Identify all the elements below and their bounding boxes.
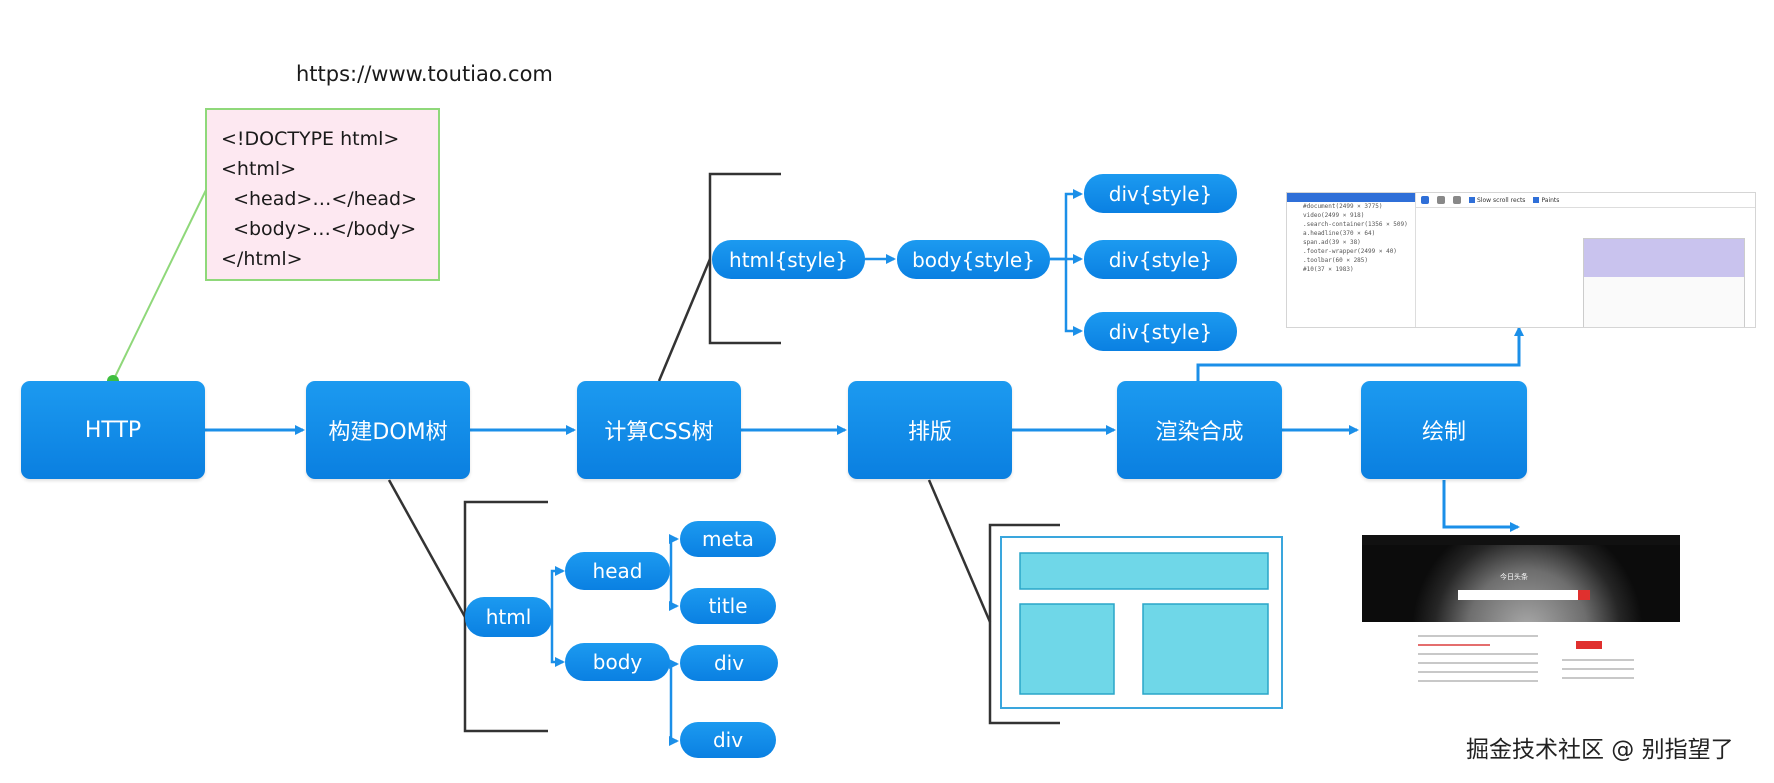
code-line: <body>…</body> (221, 218, 417, 240)
stage-paint: 绘制 (1361, 381, 1527, 479)
dom-node-meta: meta (680, 521, 776, 557)
dom-node-head: head (565, 552, 670, 590)
layer-node: span.ad(39 × 38) (1303, 239, 1361, 246)
layer-node: .search-container(1356 × 509) (1303, 221, 1408, 228)
dom-node-html: html (465, 597, 552, 637)
layer-node: video(2499 × 918) (1303, 212, 1365, 219)
paints-option: Paints (1533, 197, 1559, 204)
code-line: <html> (221, 158, 297, 180)
dom-node-title: title (680, 588, 776, 624)
css-node-html: html{style} (712, 240, 865, 279)
dom-node-body: body (565, 643, 670, 681)
page-sidebar (1562, 635, 1634, 686)
checkbox-icon (1469, 197, 1475, 203)
stage-compute-css: 计算CSS树 (577, 381, 741, 479)
layer-tree-header (1287, 193, 1415, 202)
layer-node: a.headline(370 × 64) (1303, 230, 1376, 237)
page-hero-moon: 今日头条 (1362, 545, 1680, 622)
slow-scroll-rects-option: Slow scroll rects (1469, 197, 1525, 204)
dom-node-div: div (680, 645, 778, 681)
page-news-list (1418, 635, 1538, 689)
css-connector (657, 172, 781, 382)
page-logo: 今日头条 (1500, 573, 1528, 581)
code-line: <head>…</head> (221, 188, 418, 210)
layer-node: .footer-wrapper(2499 × 40) (1303, 248, 1397, 255)
layer-node: #10(37 × 1983) (1303, 266, 1354, 273)
stage-layout: 排版 (848, 381, 1012, 479)
layer-node: #document(2499 × 3775) (1303, 203, 1383, 210)
checkbox-icon (1533, 197, 1540, 203)
layer-node: .toolbar(60 × 285) (1303, 257, 1369, 264)
dom-tree-arrows (550, 534, 679, 746)
reset-view-icon (1453, 196, 1461, 204)
rotate-tool-icon (1437, 196, 1445, 204)
page-search-box (1458, 590, 1578, 600)
stage-composite: 渲染合成 (1117, 381, 1282, 479)
layer-3d-preview (1583, 238, 1745, 327)
layout-illustration (1000, 536, 1283, 709)
dom-node-div: div (680, 722, 776, 758)
css-node-div: div{style} (1084, 312, 1237, 351)
layers-toolbar: Slow scroll rects Paints (1415, 193, 1755, 208)
devtools-layers-screenshot: #document(2499 × 3775) video(2499 × 918)… (1286, 192, 1756, 328)
css-node-div: div{style} (1084, 174, 1237, 213)
stage-http: HTTP (21, 381, 205, 479)
stage-build-dom: 构建DOM树 (306, 381, 470, 479)
css-tree-arrows (865, 189, 1083, 336)
layout-connector (927, 479, 1060, 725)
layer-tree-panel: #document(2499 × 3775) video(2499 × 918)… (1287, 193, 1416, 327)
pipeline-arrows (205, 326, 1524, 532)
code-line: <!DOCTYPE html> (221, 128, 400, 150)
css-node-body: body{style} (897, 240, 1050, 279)
page-top-bar (1362, 535, 1680, 545)
html-code-box: <!DOCTYPE html> <html> <head>…</head> <b… (205, 108, 440, 281)
layer-banner (1584, 239, 1744, 277)
watermark: 掘金技术社区 @ 别指望了 (1466, 737, 1734, 763)
page-login-button (1576, 641, 1602, 649)
painted-page-screenshot: 今日头条 (1362, 535, 1680, 711)
css-node-div: div{style} (1084, 240, 1237, 279)
page-search-button (1578, 590, 1590, 600)
url-label: https://www.toutiao.com (296, 62, 553, 86)
code-line: </html> (221, 248, 303, 270)
callout-line (112, 189, 207, 382)
pan-tool-icon (1421, 196, 1429, 204)
